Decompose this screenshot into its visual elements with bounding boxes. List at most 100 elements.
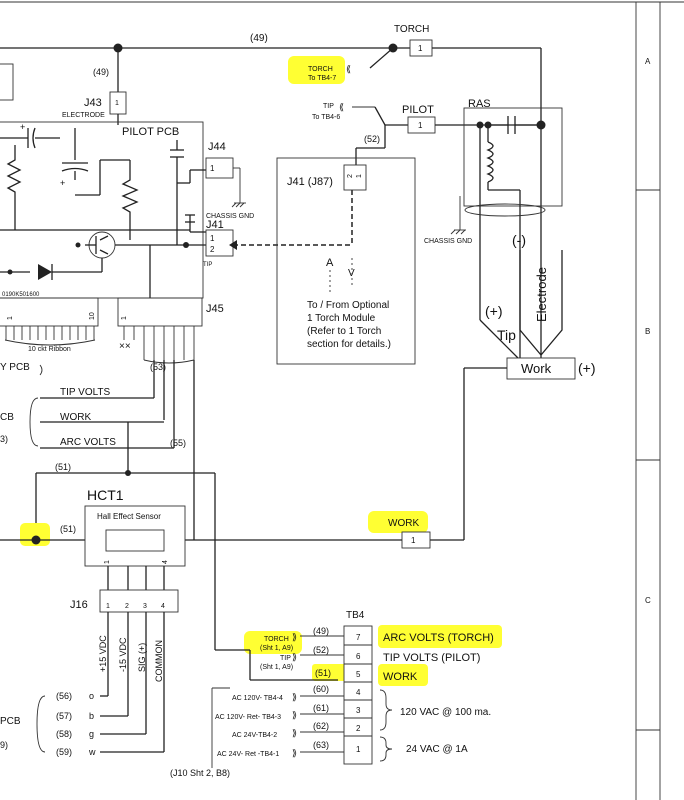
tb4-w49: (49) [313, 626, 329, 636]
work-box-label: Work [521, 361, 552, 376]
ribbon-j45: 1 10 10 ckt Ribbon Y PCB J45 1 ×× (53) [0, 297, 224, 540]
tb4-tip-1: TIP [280, 655, 291, 662]
wire-49-top: (49) [250, 33, 268, 44]
torch-label: TORCH [394, 24, 429, 35]
j16-connector: J16 1 2 3 4 +15 VDC -15 VDC SIG (+) COMM… [0, 589, 179, 757]
svg-text:5: 5 [356, 670, 361, 679]
svg-text:3: 3 [356, 706, 361, 715]
svg-text:2: 2 [125, 603, 129, 610]
svg-text:4: 4 [161, 603, 165, 610]
wire-56: (56) [56, 691, 72, 701]
y-pcb-label: Y PCB [0, 362, 30, 373]
svg-text:3: 3 [143, 603, 147, 610]
top-bus: 1 1 (49) (49) TORCH TORCH To TB4-7 ⟪ J43… [0, 24, 542, 360]
pin-o: o [89, 691, 94, 701]
tb4-w61: (61) [313, 703, 329, 713]
tb4-w51: (51) [315, 668, 331, 678]
svg-text:⟫: ⟫ [292, 652, 297, 662]
ras-label: RAS [468, 98, 491, 110]
ras-box [463, 107, 563, 207]
part-number: 0190K501600 [2, 292, 40, 298]
tb4-torch-1: TORCH [264, 636, 289, 643]
torch-symbol: (-) Electrode (+) Tip [479, 232, 563, 361]
torch-hl-2: To TB4-7 [308, 75, 336, 82]
tb4-tip-2: (Sht 1, A9) [260, 664, 293, 671]
tb4-work-label: WORK [383, 671, 418, 683]
svg-text:1: 1 [411, 536, 416, 545]
optional-line-2: 1 Torch Module [307, 313, 376, 324]
svg-text:1: 1 [104, 560, 111, 564]
j16-pin3-label: SIG (+) [137, 643, 147, 672]
svg-text:4: 4 [356, 688, 361, 697]
j41-tip-label: TIP [203, 262, 212, 268]
cb-label-2: 3) [0, 434, 8, 444]
tb4-label: TB4 [346, 610, 365, 621]
hct1-label: HCT1 [87, 487, 124, 503]
pilot-section: TIP ⟪ To TB4-6 PILOT 1 (52) RAS [312, 98, 563, 360]
pin-b: b [89, 711, 94, 721]
svg-text:+: + [60, 178, 65, 188]
svg-text:1: 1 [356, 174, 363, 178]
pin-g: g [89, 729, 94, 739]
tip-volts-label: TIP VOLTS [60, 387, 111, 398]
tb4-ac1: AC 120V- TB4-4 [232, 695, 283, 702]
svg-text:2: 2 [347, 174, 354, 178]
tb4-ac4: AC 24V- Ret -TB4-1 [217, 751, 279, 758]
svg-text:1: 1 [210, 234, 215, 243]
arrow-down: V [348, 268, 355, 279]
j16-pin4-label: COMMON [154, 640, 164, 682]
j41-j87-label: J41 (J87) [287, 176, 333, 188]
tb4-w60: (60) [313, 684, 329, 694]
tb4-w52: (52) [313, 645, 329, 655]
tb4-torch-2: (Sht 1, A9) [260, 645, 293, 652]
optional-line-3: (Refer to 1 Torch [307, 326, 381, 337]
wire-59: (59) [56, 747, 72, 757]
to-tb4-6-label: To TB4-6 [312, 114, 340, 121]
zone-b: B [645, 327, 650, 336]
highlights [0, 56, 502, 686]
j43-label: J43 [84, 97, 102, 109]
chassis-gnd-2: CHASSIS GND [424, 238, 472, 245]
j16-label: J16 [70, 599, 88, 611]
svg-text:⟪: ⟪ [346, 64, 351, 74]
wire-53: (53) [150, 362, 166, 372]
svg-text:1: 1 [356, 745, 361, 754]
work-clamp: Work (+) 1 WORK [388, 357, 596, 549]
svg-text:××: ×× [119, 341, 131, 352]
j16-pin1-label: +15 VDC [98, 635, 108, 672]
j44-j41: J44 1 CHASSIS GND J41 1 2 TIP [203, 141, 353, 268]
pilot-pcb-label: PILOT PCB [122, 126, 179, 138]
work-hl-label: WORK [388, 518, 419, 529]
svg-text:1: 1 [418, 44, 423, 53]
svg-text:1: 1 [106, 603, 110, 610]
svg-text:⟫: ⟫ [292, 710, 297, 720]
zone-a: A [645, 57, 651, 66]
tip-plus-label: (+) [485, 303, 503, 319]
tb4-terminal-block: TB4 7 6 5 4 3 2 1 ⟫ ⟫ ⟫ ⟫ ⟫ ⟫ (49) (52) … [170, 610, 494, 778]
paren9-label: 9) [0, 740, 8, 750]
svg-text:2: 2 [210, 245, 215, 254]
zone-c: C [645, 596, 651, 605]
pilot-label: PILOT [402, 104, 434, 116]
j45-label: J45 [206, 303, 224, 315]
svg-text:⟫: ⟫ [292, 632, 297, 642]
wire-58: (58) [56, 729, 72, 739]
chassis-gnd-1: CHASSIS GND [206, 213, 254, 220]
minus-label: (-) [512, 232, 526, 248]
hall-label: Hall Effect Sensor [97, 512, 161, 521]
torch-hl-1: TORCH [308, 66, 333, 73]
wire-57: (57) [56, 711, 72, 721]
pcb-left-label: PCB [0, 716, 21, 727]
svg-text:⟫: ⟫ [292, 728, 297, 738]
j41-label: J41 [206, 219, 224, 231]
arc-volts-label: ARC VOLTS [60, 437, 116, 448]
wire-51-b: (51) [60, 524, 76, 534]
cb-label-1: CB [0, 412, 14, 423]
svg-text:1: 1 [7, 316, 14, 320]
tb4-w63: (63) [313, 740, 329, 750]
svg-text:1: 1 [210, 164, 215, 173]
svg-text:7: 7 [356, 633, 361, 642]
optional-line-1: To / From Optional [307, 300, 389, 311]
arc-volts-torch: ARC VOLTS (TORCH) [383, 632, 494, 644]
